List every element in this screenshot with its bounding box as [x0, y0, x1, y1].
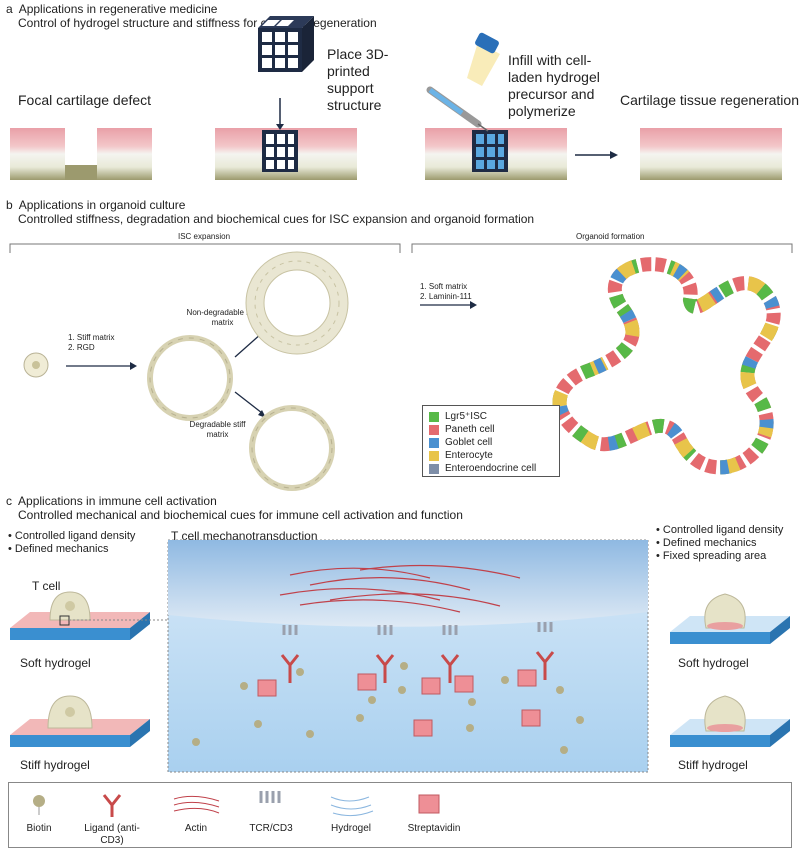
legend-hydrogel: Hydrogel [330, 823, 372, 834]
cue-soft-matrix: 1. Soft matrix [420, 282, 468, 291]
soft-hydrogel-right: Soft hydrogel [678, 656, 749, 670]
stiff-hydrogel-left: Stiff hydrogel [20, 758, 90, 772]
panel-a-title: Applications in regenerative medicine [18, 2, 218, 16]
legend-actin: Actin [184, 823, 208, 834]
scaffold-cube [258, 16, 314, 72]
panel-b-letter: b [6, 198, 13, 212]
legend-icons [33, 791, 440, 817]
right-bullets: • Controlled ligand density • Defined me… [656, 524, 784, 562]
label-degradable: Degradable stiff matrix [189, 420, 246, 439]
syringe-icon [426, 86, 489, 132]
panel-b-illustration [9, 243, 793, 491]
legend-paneth: Paneth cell [429, 423, 553, 436]
step-regeneration: Cartilage tissue regeneration [620, 92, 799, 108]
right-stiff-slab [670, 695, 790, 747]
component-legend: Biotin Ligand (anti-CD3) Actin TCR/CD3 H… [8, 782, 792, 848]
legend-ligand: Ligand (anti-CD3) [84, 823, 140, 846]
legend-streptavidin: Streptavidin [407, 823, 461, 834]
panel-b-header: b Applications in organoid culture Contr… [6, 198, 534, 226]
left-bullets: • Controlled ligand density • Defined me… [8, 530, 136, 555]
tcell-label: T cell [32, 579, 61, 593]
stiff-hydrogel-right: Stiff hydrogel [678, 758, 748, 772]
cue-rgd: 2. RGD [68, 343, 95, 352]
spheroid [245, 251, 349, 355]
step-infill: Infill with cell-laden hydrogel precurso… [508, 52, 600, 119]
cell-type-legend: Lgr5⁺ISC Paneth cell Goblet cell Enteroc… [422, 405, 560, 477]
cue-stiff-matrix: 1. Stiff matrix [68, 333, 115, 342]
legend-enterocyte: Enterocyte [429, 449, 553, 462]
soft-hydrogel-left: Soft hydrogel [20, 656, 91, 670]
actin-fibers [279, 564, 521, 613]
panel-b-subtitle: Controlled stiffness, degradation and bi… [18, 212, 535, 226]
panel-c-letter: c [6, 494, 12, 508]
step-focal-defect: Focal cartilage defect [18, 92, 152, 108]
biotin-marks [192, 662, 584, 754]
tissue-scaffold [215, 98, 357, 180]
panel-b-title: Applications in organoid culture [18, 198, 186, 212]
tissue-infill [425, 128, 567, 180]
legend-lgr5: Lgr5⁺ISC [429, 410, 553, 423]
streptavidin-marks [257, 669, 541, 737]
panel-a-letter: a [6, 2, 13, 16]
panel-c-header: c Applications in immune cell activation… [6, 494, 463, 522]
legend-tcr: TCR/CD3 [249, 823, 293, 834]
panel-c-subtitle: Controlled mechanical and biochemical cu… [18, 508, 463, 522]
cue-laminin: 2. Laminin-111 [420, 292, 472, 301]
panel-c-title: Applications in immune cell activation [18, 494, 217, 508]
section-organoid-formation: Organoid formation [576, 232, 645, 241]
uv-lamp-icon [467, 32, 500, 86]
tissue-defect [10, 128, 152, 180]
legend-biotin: Biotin [26, 823, 52, 834]
right-soft-slab [670, 593, 790, 644]
step-place-structure: Place 3D-printed support structure [327, 46, 389, 113]
legend-enteroendocrine: Enteroendocrine cell [429, 462, 553, 475]
legend-goblet: Goblet cell [429, 436, 553, 449]
tissue-regenerated [640, 128, 782, 180]
panel-a-illustration [10, 16, 782, 180]
label-non-degradable: Non-degradable stiff matrix [186, 308, 259, 327]
left-soft-slab [10, 591, 150, 640]
organoid [552, 257, 781, 475]
section-isc-expansion: ISC expansion [178, 232, 231, 241]
tcr-ligand-clusters [280, 622, 555, 683]
left-stiff-slab [10, 695, 150, 747]
